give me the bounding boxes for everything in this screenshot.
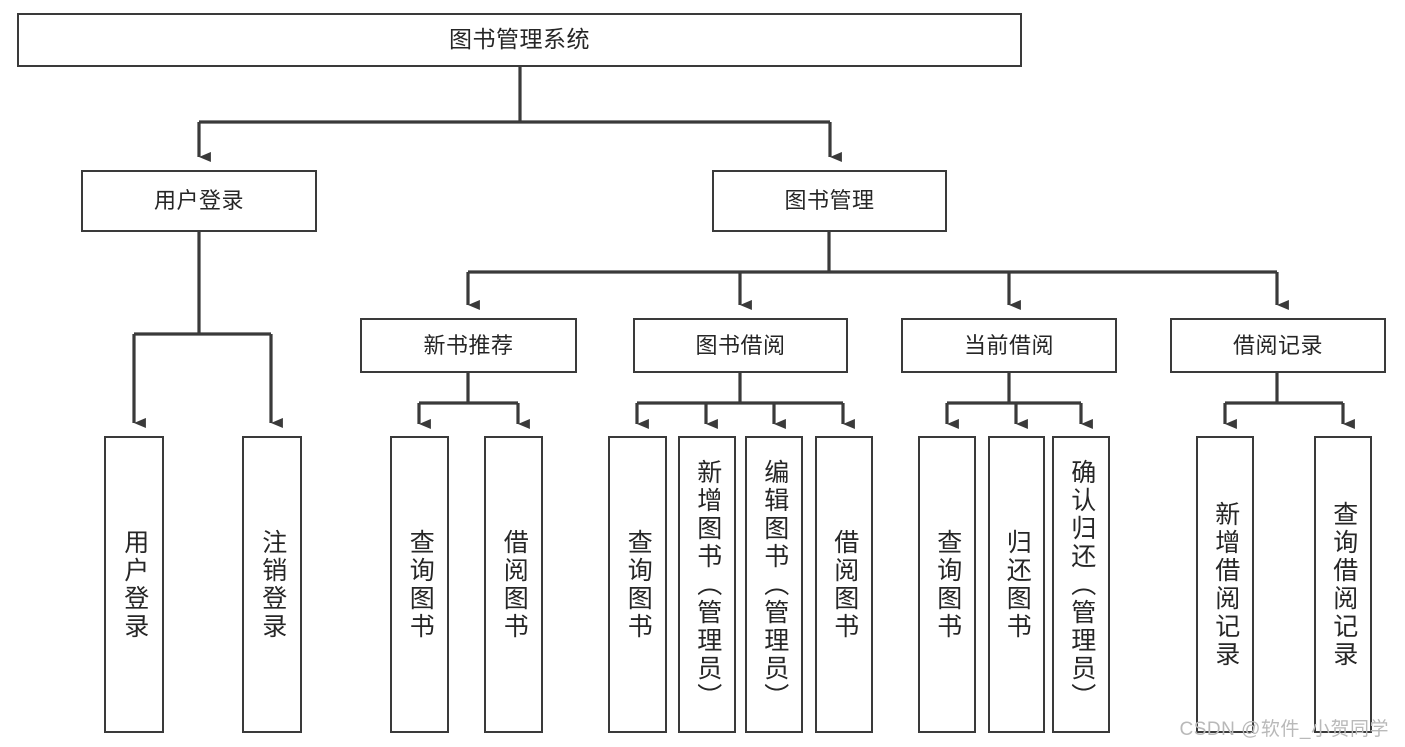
node-label: 查询借阅记录 (1329, 500, 1358, 669)
node-new-book-recommend[interactable]: 新书推荐 (360, 318, 577, 373)
leaf-return-book[interactable]: 归还图书 (988, 436, 1045, 733)
node-book-borrow[interactable]: 图书借阅 (633, 318, 848, 373)
leaf-borrow-book-recommend[interactable]: 借阅图书 (484, 436, 543, 733)
node-label: 当前借阅 (963, 332, 1054, 358)
leaf-confirm-return-admin[interactable]: 确认归还（管理员） (1052, 436, 1110, 733)
node-label: 图书借阅 (695, 332, 786, 358)
leaf-query-book-current[interactable]: 查询图书 (918, 436, 976, 733)
node-label: 借阅图书 (500, 528, 529, 641)
node-current-borrow[interactable]: 当前借阅 (901, 318, 1117, 373)
node-label: 注销登录 (258, 528, 287, 641)
leaf-edit-book-admin[interactable]: 编辑图书（管理员） (745, 436, 803, 733)
node-label: 新书推荐 (423, 332, 514, 358)
leaf-logout[interactable]: 注销登录 (242, 436, 302, 733)
node-label: 用户登录 (153, 188, 244, 214)
csdn-watermark: CSDN @软件_小贺同学 (1179, 719, 1389, 740)
node-root-book-management-system[interactable]: 图书管理系统 (17, 13, 1022, 67)
node-label: 借阅图书 (830, 528, 859, 641)
node-label: 确认归还（管理员） (1067, 458, 1096, 711)
node-label: 用户登录 (120, 528, 149, 641)
node-user-login[interactable]: 用户登录 (81, 170, 317, 232)
node-label: 查询图书 (406, 528, 435, 641)
node-label: 图书管理系统 (449, 26, 590, 53)
leaf-user-login[interactable]: 用户登录 (104, 436, 164, 733)
node-label: 借阅记录 (1232, 332, 1323, 358)
node-label: 图书管理 (784, 188, 875, 214)
node-book-management[interactable]: 图书管理 (712, 170, 947, 232)
leaf-query-book-borrow[interactable]: 查询图书 (608, 436, 667, 733)
node-label: 编辑图书（管理员） (760, 458, 789, 711)
node-label: 新增图书（管理员） (693, 458, 722, 711)
leaf-query-book-recommend[interactable]: 查询图书 (390, 436, 449, 733)
leaf-add-book-admin[interactable]: 新增图书（管理员） (678, 436, 736, 733)
node-label: 查询图书 (933, 528, 962, 641)
node-label: 归还图书 (1003, 528, 1032, 641)
node-label: 新增借阅记录 (1211, 500, 1240, 669)
leaf-add-borrow-record[interactable]: 新增借阅记录 (1196, 436, 1254, 733)
node-label: 查询图书 (624, 528, 653, 641)
leaf-borrow-book[interactable]: 借阅图书 (815, 436, 873, 733)
leaf-query-borrow-record[interactable]: 查询借阅记录 (1314, 436, 1372, 733)
node-borrow-record[interactable]: 借阅记录 (1170, 318, 1386, 373)
